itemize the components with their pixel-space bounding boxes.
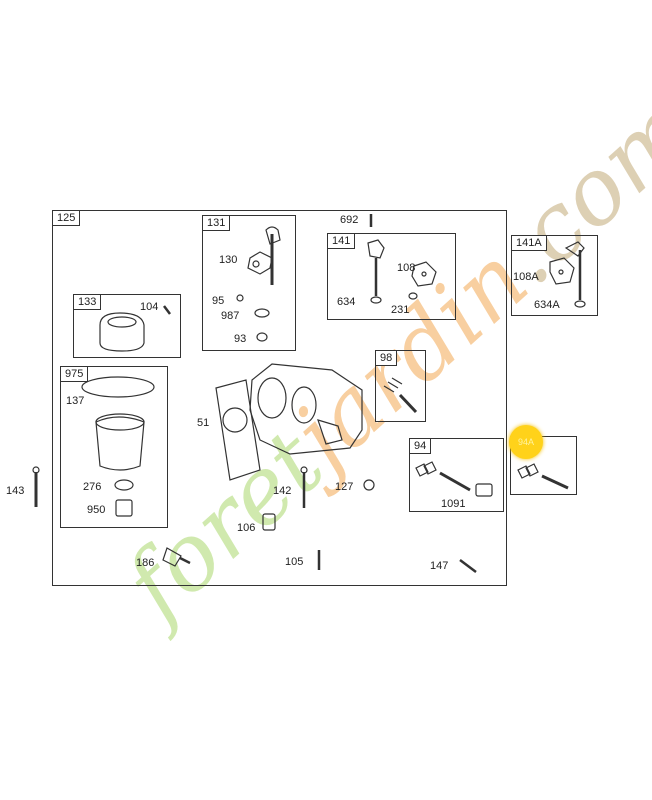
part-label-104[interactable]: 104 [140,301,159,313]
part-label-105[interactable]: 105 [285,556,304,568]
part-label-143[interactable]: 143 [6,485,25,497]
part-label-142[interactable]: 142 [273,485,292,497]
frame-label-141a[interactable]: 141A [511,235,547,251]
frame-idle-jet [375,350,426,422]
frame-label-98[interactable]: 98 [375,350,398,366]
frame-label-131[interactable]: 131 [202,215,231,231]
frame-label-125[interactable]: 125 [52,210,81,226]
part-label-106[interactable]: 106 [237,522,256,534]
frame-choke [327,233,456,320]
frame-label-133[interactable]: 133 [73,294,102,310]
part-label-137[interactable]: 137 [66,395,85,407]
frame-label-94[interactable]: 94 [409,438,432,454]
part-label-108[interactable]: 108 [397,262,416,274]
part-label-93[interactable]: 93 [234,333,247,345]
highlight-marker-94a[interactable]: 94A [509,425,543,459]
highlight-label: 94A [517,437,534,447]
frame-float [73,294,181,358]
part-label-95[interactable]: 95 [212,295,225,307]
part-label-276[interactable]: 276 [83,481,102,493]
frame-main-carburetor [52,210,507,586]
part-label-950[interactable]: 950 [87,504,106,516]
part-label-51[interactable]: 51 [197,417,210,429]
frame-choke-alt [511,235,598,316]
part-label-130[interactable]: 130 [219,254,238,266]
frame-throttle [202,215,296,351]
part-label-634[interactable]: 634 [337,296,356,308]
frame-label-141[interactable]: 141 [327,233,356,249]
part-label-692[interactable]: 692 [340,214,359,226]
part-label-147[interactable]: 147 [430,560,449,572]
part-label-987[interactable]: 987 [221,310,240,322]
frame-main-jet-alt [510,436,577,495]
frame-label-975[interactable]: 975 [60,366,89,382]
part-label-1091[interactable]: 1091 [441,498,466,510]
part-label-634a[interactable]: 634A [534,299,560,311]
part-label-108a[interactable]: 108A [513,271,539,283]
frame-bowl [60,366,168,528]
part-label-127[interactable]: 127 [335,481,354,493]
frame-main-jet [409,438,504,512]
part-label-231[interactable]: 231 [391,304,410,316]
part-label-186[interactable]: 186 [136,557,155,569]
